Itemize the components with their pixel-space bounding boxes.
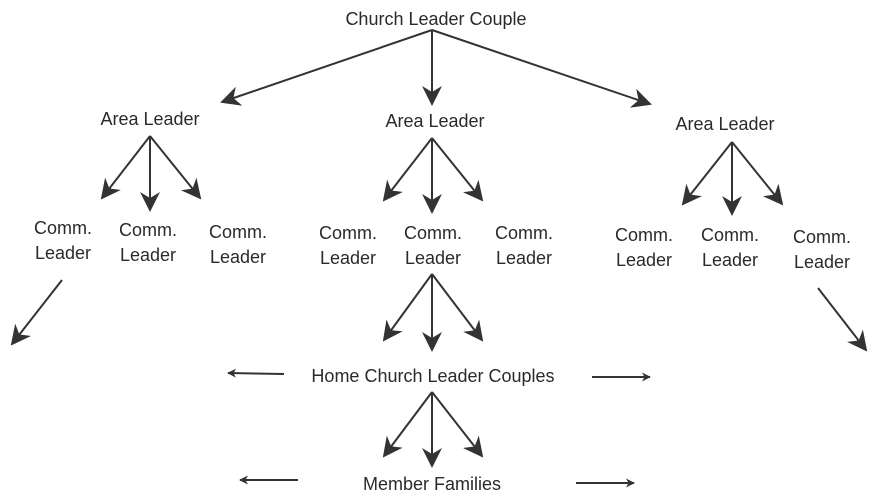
comm-leader-7-line2: Leader [615,250,673,270]
comm-leader-6-line1: Comm. [495,223,553,243]
area-leader-2-label: Area Leader [385,111,485,131]
member-families-label: Member Families [362,474,502,494]
comm-leader-4-line1: Comm. [319,223,377,243]
comm-leader-5-line2: Leader [404,248,462,268]
comm-leader-7-line1: Comm. [615,225,673,245]
comm-leader-1-line1: Comm. [34,218,92,238]
arrow-area2-to-comm-1 [382,137,433,202]
comm-leader-9-line1: Comm. [793,227,851,247]
comm-leader-1: Comm. Leader [34,216,92,266]
comm-leader-6-line2: Leader [495,248,553,268]
arrow-home-left [227,368,285,378]
comm-leader-1-line2: Leader [34,243,92,263]
arrow-area3-to-comm-3 [731,141,784,206]
comm-leader-8-line2: Leader [701,250,759,270]
comm-leader-4-line2: Leader [319,248,377,268]
arrow-area1-to-comm-1 [100,135,151,200]
comm-leader-9: Comm. Leader [793,225,851,275]
arrow-root-to-area-1 [220,29,433,106]
comm-leader-7: Comm. Leader [615,223,673,273]
comm-leader-8: Comm. Leader [701,223,759,273]
area-leader-3-label: Area Leader [675,114,775,134]
arrow-outer-left [10,279,63,346]
comm-leader-4: Comm. Leader [319,221,377,271]
comm-leader-9-line2: Leader [793,252,851,272]
arrow-home-to-member-3 [431,391,484,458]
arrow-comm-to-home-1 [382,273,433,342]
comm-leader-2-line2: Leader [119,245,177,265]
arrow-area3-to-comm-1 [681,141,733,206]
comm-leader-3: Comm. Leader [209,220,267,270]
home-church-label: Home Church Leader Couples [311,366,555,386]
area-leader-1-label: Area Leader [100,109,200,129]
comm-leader-2: Comm. Leader [119,218,177,268]
comm-leader-3-line2: Leader [209,247,267,267]
arrow-home-to-member-1 [382,391,433,458]
arrow-comm-to-home-3 [431,273,484,342]
arrow-outer-right [817,287,868,352]
arrow-area1-to-comm-3 [149,135,202,200]
comm-leader-5-line1: Comm. [404,223,462,243]
comm-leader-6: Comm. Leader [495,221,553,271]
root-node-label: Church Leader Couple [345,9,527,29]
comm-leader-8-line1: Comm. [701,225,759,245]
comm-leader-3-line1: Comm. [209,222,267,242]
arrow-area2-to-comm-3 [431,137,484,202]
comm-leader-5: Comm. Leader [404,221,462,271]
arrow-root-to-area-3 [431,29,652,108]
comm-leader-2-line1: Comm. [119,220,177,240]
